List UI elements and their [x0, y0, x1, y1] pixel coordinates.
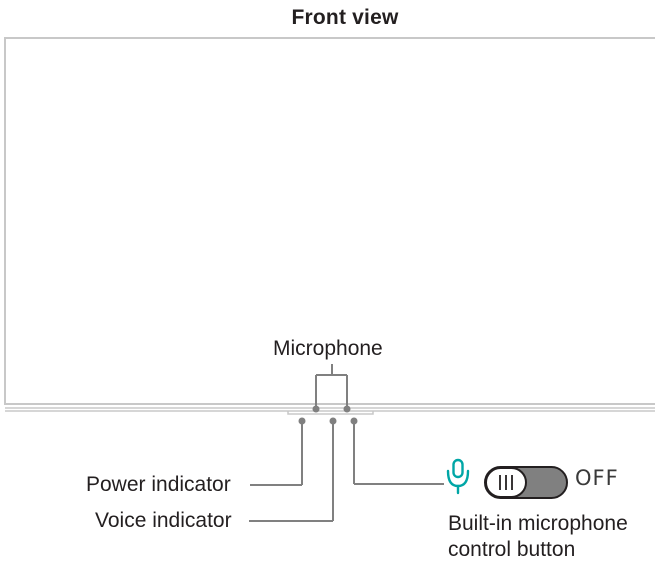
voice-indicator-dot [329, 417, 337, 425]
mic-button-leader [353, 421, 444, 485]
microphone-leader [315, 364, 348, 408]
microphone-label: Microphone [273, 337, 383, 360]
mic-button-label-line1: Built-in microphone [448, 512, 628, 535]
diagram-title: Front view [291, 6, 399, 29]
tv-screen-outline [4, 37, 655, 405]
power-indicator-leader [250, 421, 303, 486]
mic-button-label-line2: control button [448, 538, 576, 561]
mic-button-dot [350, 417, 358, 425]
microphone-dot-left [312, 405, 320, 413]
voice-indicator-leader [249, 421, 334, 522]
switch-state-label: OFF [575, 466, 619, 490]
power-indicator-label: Power indicator [86, 473, 231, 496]
control-module-outline [287, 411, 374, 415]
power-indicator-dot [298, 417, 306, 425]
microphone-dot-right [343, 405, 351, 413]
toggle-switch-icon [484, 466, 568, 499]
voice-indicator-label: Voice indicator [95, 509, 232, 532]
microphone-icon [446, 458, 470, 495]
